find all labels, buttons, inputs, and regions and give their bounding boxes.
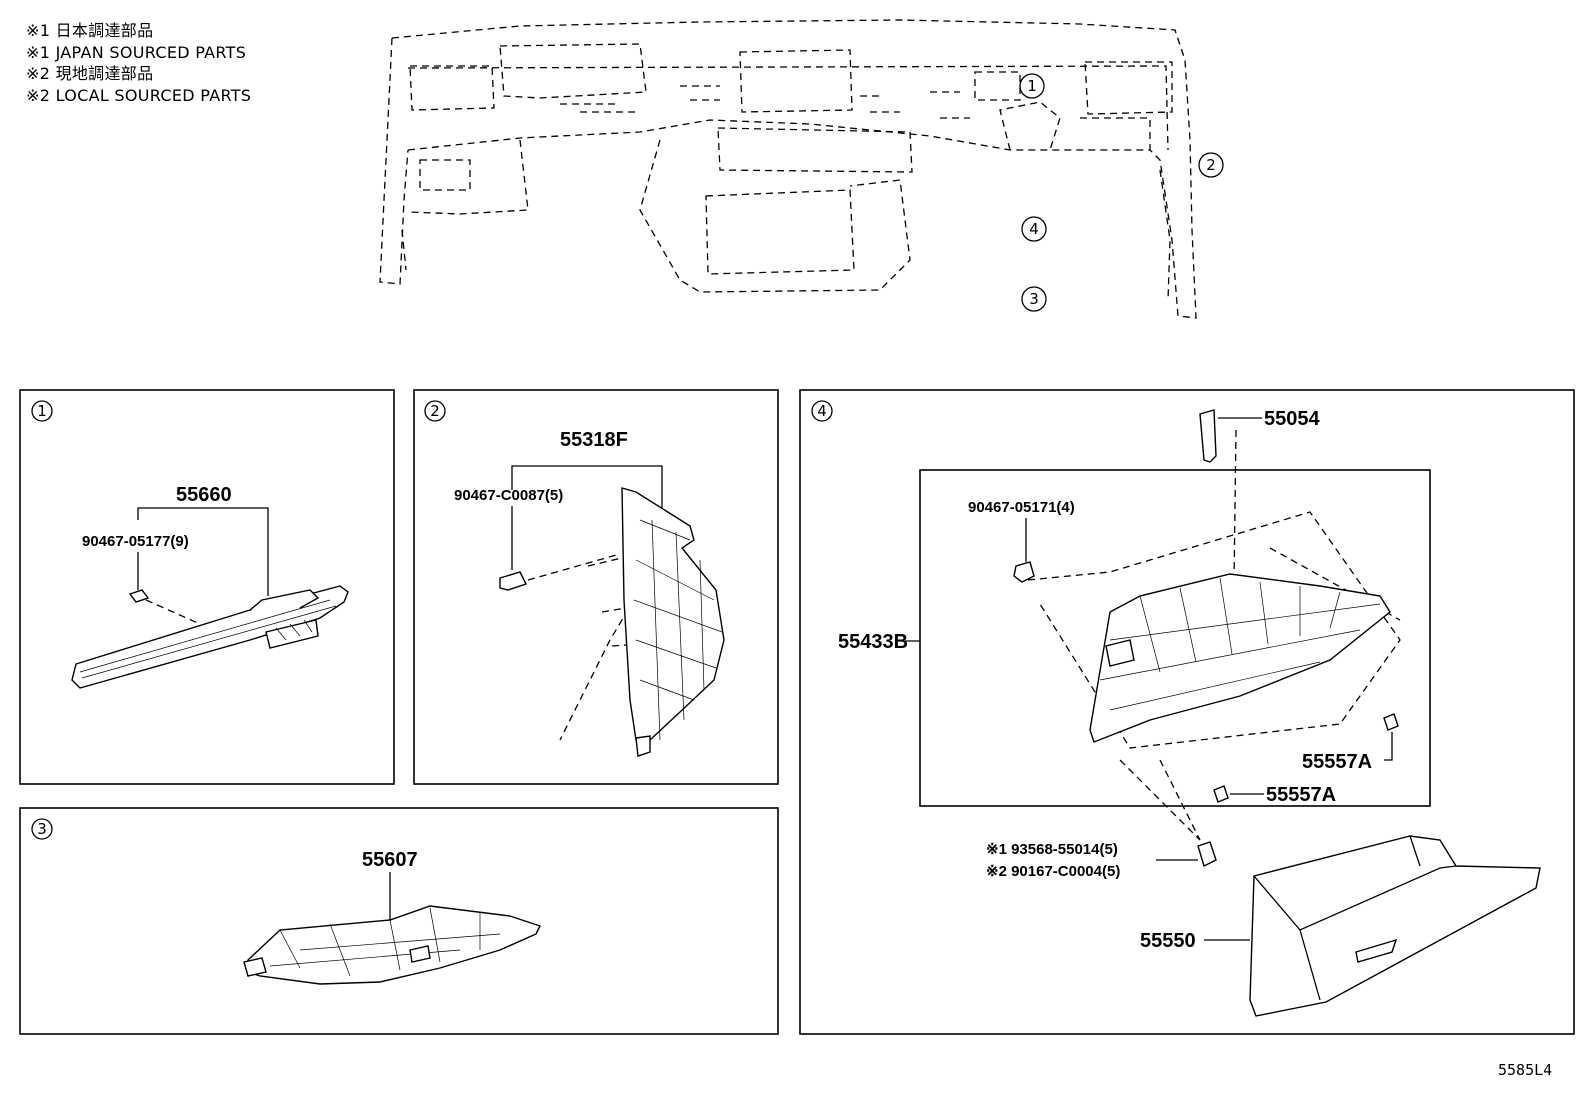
part-55433B-glove-door bbox=[1089, 573, 1391, 743]
overview-callout-4: 4 bbox=[1021, 216, 1047, 242]
svg-text:4: 4 bbox=[1029, 220, 1039, 238]
panel-3: 3 55607 bbox=[19, 807, 779, 1035]
panel-1-number: 1 bbox=[37, 402, 47, 420]
svg-text:2: 2 bbox=[1206, 156, 1216, 174]
part-55607-lower-cover bbox=[243, 905, 541, 985]
legend: ※1 日本調達部品 ※1 JAPAN SOURCED PARTS ※2 現地調達… bbox=[26, 20, 251, 106]
overview-dashboard-outline bbox=[379, 19, 1197, 319]
panel-2: 2 55318F 90467-C0087(5) bbox=[413, 389, 779, 785]
panel-1: 1 55660 90467-05177(9) bbox=[19, 389, 395, 785]
clip-90467-C0087 bbox=[499, 571, 527, 591]
part-90467-C0087-label: 90467-C0087(5) bbox=[454, 487, 563, 504]
legend-line-3: ※2 現地調達部品 bbox=[26, 64, 154, 83]
part-90167-C0004-label: ※2 90167-C0004(5) bbox=[986, 863, 1120, 880]
panel-4: 4 55054 90467-05171(4) 55433B 55557A bbox=[799, 389, 1575, 1035]
stopper-55557A-1 bbox=[1383, 713, 1399, 731]
part-90467-05171-label: 90467-05171(4) bbox=[968, 499, 1075, 516]
overview-callout-3: 3 bbox=[1021, 286, 1047, 312]
part-55054-damper bbox=[1199, 409, 1262, 463]
part-90467-05177-label: 90467-05177(9) bbox=[82, 533, 189, 550]
part-55557A-2-label: 55557A bbox=[1266, 784, 1336, 806]
svg-text:1: 1 bbox=[1027, 77, 1037, 95]
legend-line-4: ※2 LOCAL SOURCED PARTS bbox=[26, 85, 252, 105]
part-55433B-label: 55433B bbox=[838, 631, 908, 653]
clip-90467-05171 bbox=[1013, 561, 1035, 583]
diagram-code: 5585L4 bbox=[1498, 1061, 1552, 1079]
panel-3-number: 3 bbox=[37, 820, 47, 838]
part-93568-55014-label: ※1 93568-55014(5) bbox=[986, 841, 1118, 858]
panel-4-number: 4 bbox=[817, 402, 827, 420]
legend-line-2: ※1 JAPAN SOURCED PARTS bbox=[26, 42, 247, 62]
part-55660-label: 55660 bbox=[176, 484, 232, 506]
part-55607-label: 55607 bbox=[362, 849, 418, 871]
sub-assembly-55433B-box bbox=[919, 469, 1431, 807]
clip-90467-05177 bbox=[128, 589, 150, 603]
part-55550-glove-box bbox=[1249, 835, 1541, 1017]
part-55054-label: 55054 bbox=[1264, 408, 1320, 430]
part-55318F-side-trim bbox=[621, 487, 725, 757]
panel-2-number: 2 bbox=[430, 402, 440, 420]
svg-text:3: 3 bbox=[1029, 290, 1039, 308]
part-55550-label: 55550 bbox=[1140, 930, 1196, 952]
legend-line-1: ※1 日本調達部品 bbox=[26, 21, 154, 40]
stopper-55557A-2 bbox=[1213, 785, 1229, 803]
part-55557A-1-label: 55557A bbox=[1302, 751, 1372, 773]
screw-93568-90167 bbox=[1197, 841, 1217, 867]
overview-callout-2: 2 bbox=[1198, 152, 1224, 178]
part-55318F-label: 55318F bbox=[560, 429, 628, 451]
overview-callout-1: 1 bbox=[1019, 73, 1045, 99]
part-55660-garnish bbox=[71, 585, 349, 689]
